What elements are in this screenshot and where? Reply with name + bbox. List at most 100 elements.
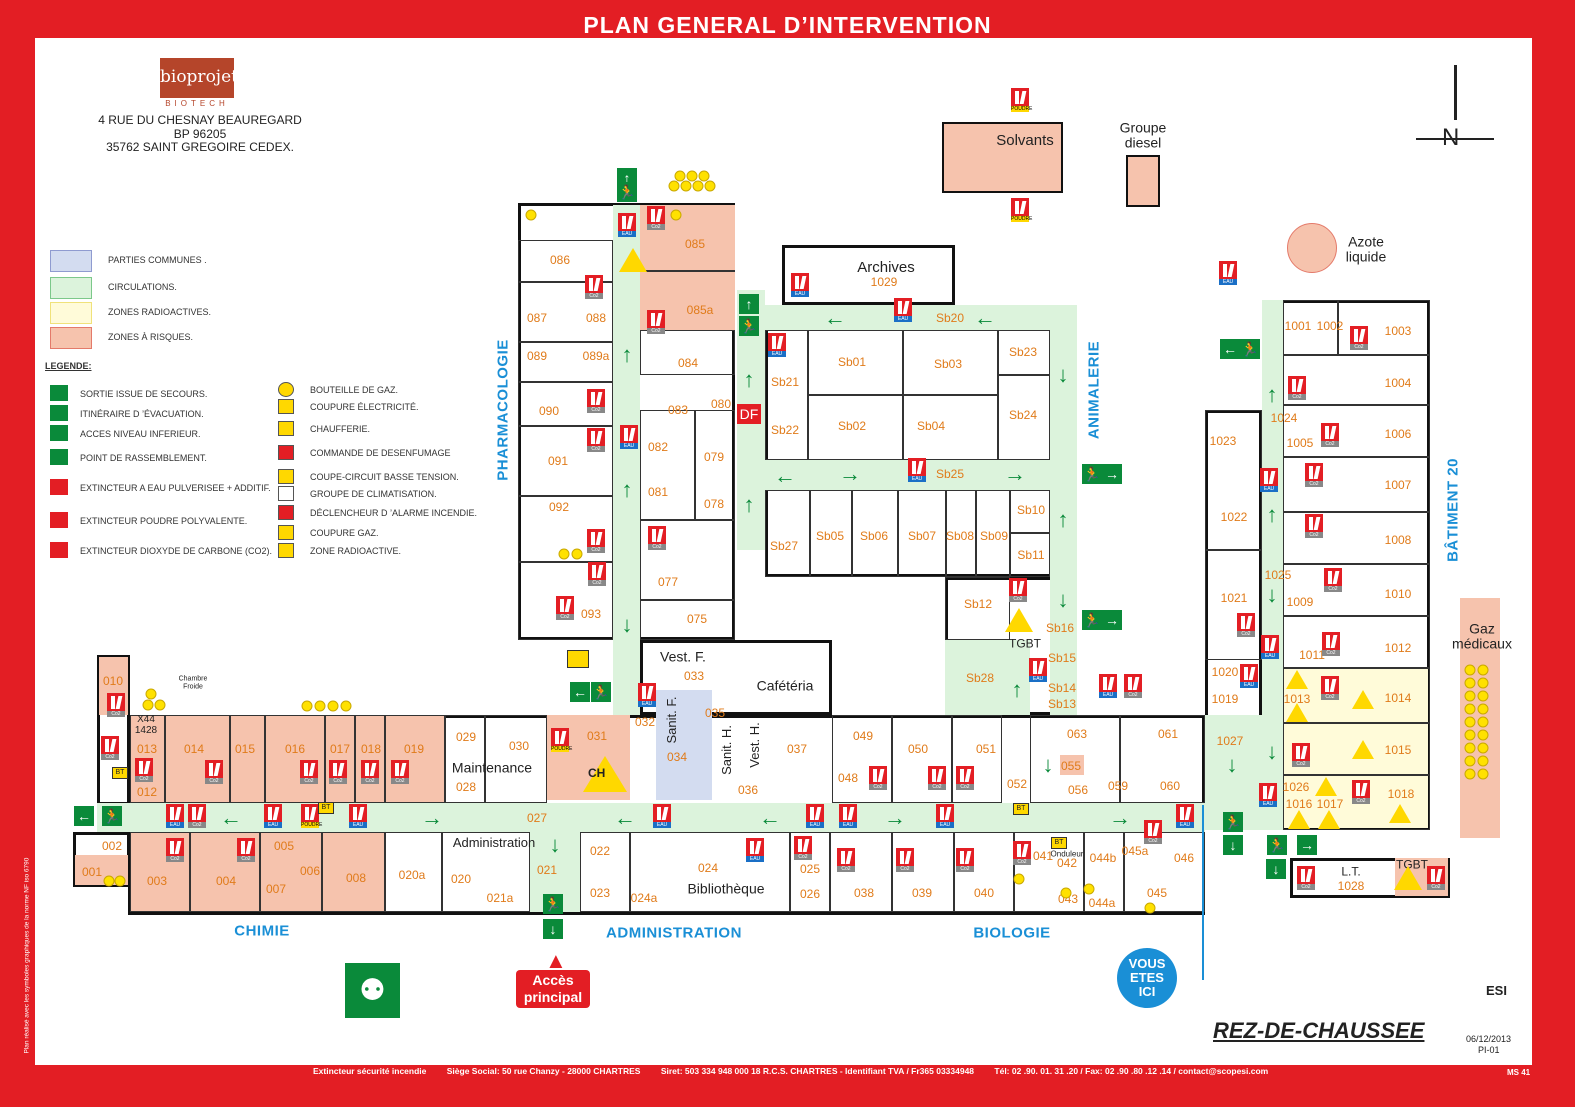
extinguisher-type-tag: Co2 [205,778,223,784]
interior-wall [832,715,892,803]
zone-label: PARTIES COMMUNES . [108,255,207,265]
room-number: 049 [852,729,874,743]
room-number: 010 [102,674,124,688]
room-number: 1027 [1216,734,1244,748]
fire-extinguisher-icon: Co2 [1324,568,1342,592]
interior-wall [518,282,613,342]
room-number: 1026 [1282,780,1310,794]
room-number: 086 [549,253,571,267]
room-number: 1001 [1284,319,1312,333]
extinguisher-type-tag: Co2 [329,778,347,784]
room-number: 1013 [1283,692,1311,706]
room-number: 1018 [1387,787,1415,801]
extinguisher-type-tag: Co2 [1324,586,1342,592]
interior-wall [1283,616,1430,668]
extinguisher-type-tag: Co2 [587,547,605,553]
fire-extinguisher-icon: Co2 [1013,841,1031,865]
evacuation-arrow-icon: → [421,805,443,830]
extinguisher-type-tag: Co2 [135,776,153,782]
gas-bottle-icon [1477,690,1489,702]
extinguisher-type-tag: EAU [620,443,638,449]
zone-area [1050,305,1077,715]
evacuation-arrow-icon: ↑ [1057,507,1069,532]
fire-extinguisher-icon: EAU [936,804,954,828]
interior-wall [1205,410,1262,550]
gas-bottle-icon [558,548,570,560]
gas-bottle-icon [154,699,166,711]
legend-heading: LEGENDE: [45,361,92,371]
emergency-exit-sign-icon: 🏃 [1267,835,1287,855]
room-number: 1020 [1211,665,1239,679]
extinguisher-type-tag: Co2 [1305,481,1323,487]
interior-wall [1014,832,1084,912]
evacuation-arrow-icon: ↑ [743,367,755,392]
extinguisher-type-tag: EAU [791,291,809,297]
extinguisher-type-tag: Co2 [1292,761,1310,767]
zone-area [1262,300,1283,830]
interior-wall [325,715,355,803]
room-number: 063 [1066,727,1088,741]
gas-bottle-icon [278,382,294,397]
room-name: Azote liquide [1345,233,1387,265]
main-access-arrow-icon: ▲ [545,948,567,973]
room-number: 013 [136,742,158,756]
company-logo-sub: BIOTECH [165,99,229,108]
room-number: Sb03 [933,357,963,371]
emergency-exit-sign-icon: → [1102,610,1122,630]
room-number: 1005 [1286,436,1314,450]
fire-extinguisher-icon: Co2 [188,804,206,828]
gas-bottle-icon [1477,677,1489,689]
fire-extinguisher-icon: Co2 [956,848,974,872]
room-number: 1012 [1384,641,1412,655]
gas-bottle-icon [1477,664,1489,676]
room-number: 1009 [1286,595,1314,609]
wing-label: CHIMIE [234,922,290,940]
interior-wall [1283,723,1430,775]
interior-wall [230,715,265,803]
extinguisher-type-tag: Co2 [391,778,409,784]
interior-wall [1124,832,1205,912]
gas-bottle-icon [1060,887,1072,899]
extinguisher-type-tag: POUDRE [1011,216,1033,222]
address-line: 4 RUE DU CHESNAY BEAUREGARD [98,113,302,127]
legend-item: SORTIE ISSUE DE SECOURS. [80,389,208,399]
fire-extinguisher-icon: EAU [620,425,638,449]
gas-bottle-icon [114,875,126,887]
evacuation-arrow-icon: ↓ [1057,587,1069,612]
emergency-exit-sign-icon: 🏃 [1240,339,1260,359]
interior-wall [1283,405,1430,457]
room-number: 1006 [1384,427,1412,441]
room-number: 085a [686,303,714,317]
emergency-exit-sign-icon: 🏃 [617,182,637,202]
room-number: 050 [907,742,929,756]
interior-wall [1283,512,1430,564]
evacuation-arrow-icon: ↑ [621,342,633,367]
lower-level-access-icon [50,425,68,441]
room-name: Sanit. H. [718,725,734,775]
legend-item: ZONE RADIOACTIVE. [310,546,402,556]
room-name: Groupe diesel [1119,119,1167,151]
gas-bottle-icon [1477,703,1489,715]
address-line: BP 96205 [173,127,227,141]
extinguisher-type-tag: Co2 [1322,650,1340,656]
fire-extinguisher-icon: Co2 [896,848,914,872]
extinguisher-type-tag: Co2 [1013,859,1031,865]
room-number: 1007 [1384,478,1412,492]
extinguisher-type-tag: EAU [638,701,656,707]
fire-extinguisher-icon: Co2 [391,760,409,784]
zone-area [130,715,445,803]
extinguisher-type-tag: Co2 [588,580,606,586]
extinguisher-type-tag: Co2 [1009,596,1027,602]
room-number: 045a [1121,844,1149,858]
fire-extinguisher-icon: Co2 [1305,463,1323,487]
emergency-exit-sign-icon: 🏃 [1082,464,1102,484]
extinguisher-type-tag: Co2 [794,854,812,860]
zone-area [613,205,640,715]
fire-extinguisher-icon: Co2 [329,760,347,784]
room-number: 1025 [1264,568,1292,582]
extinguisher-type-tag: EAU [1261,653,1279,659]
room-number: 007 [265,882,287,896]
room-number: 001 [81,865,103,879]
room-number: 1004 [1384,376,1412,390]
interior-wall [518,240,613,282]
